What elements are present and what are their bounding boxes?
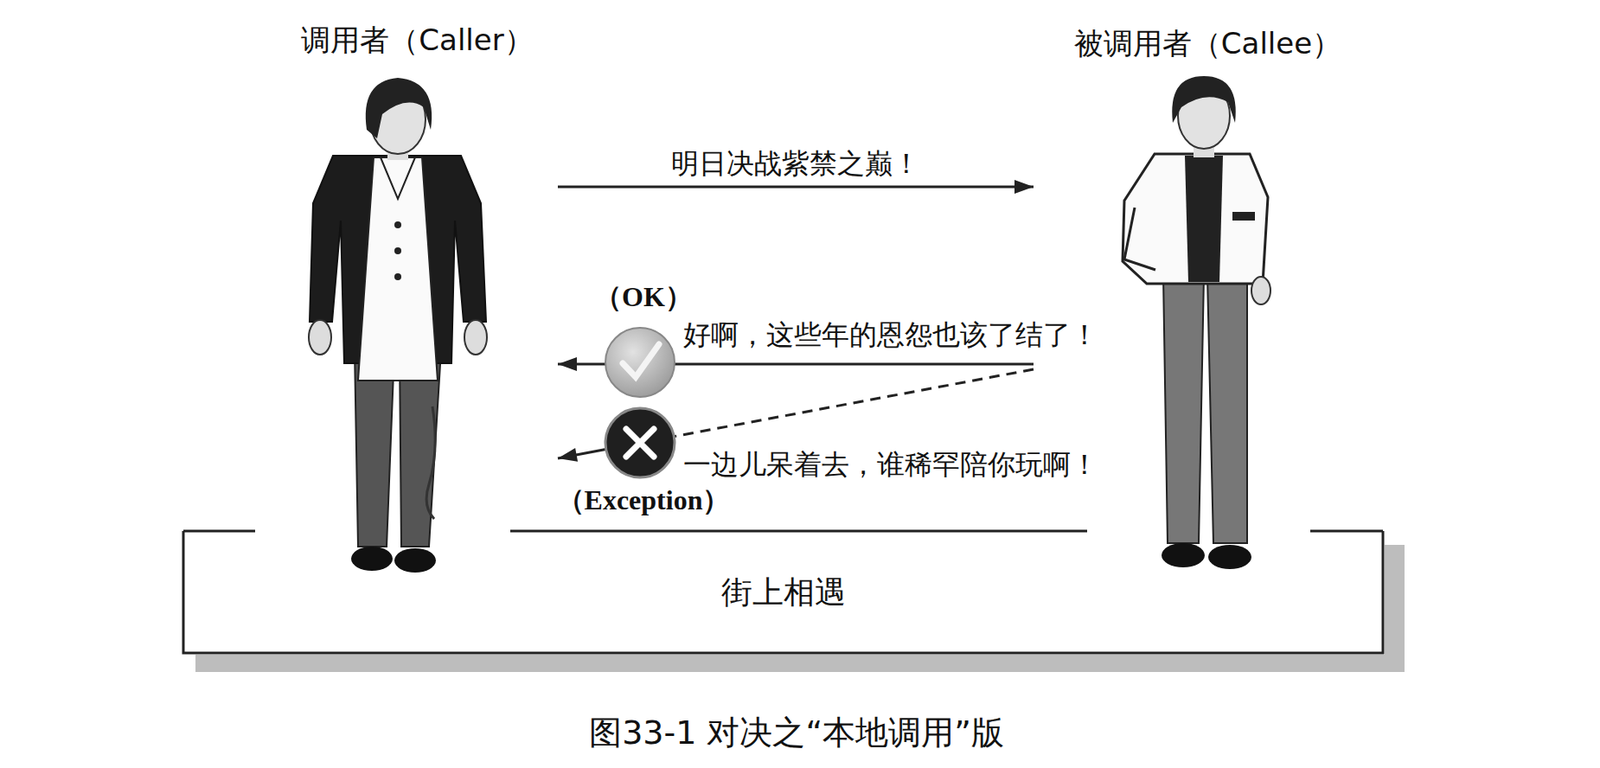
result-tag: （OK） xyxy=(594,280,693,314)
caller-node: 调用者（Caller） xyxy=(276,15,558,589)
message-text: 明日决战紫禁之巅！ xyxy=(671,147,921,180)
figure-caption: 图33-1 对决之“本地调用”版 xyxy=(588,713,1005,754)
ok-icon xyxy=(605,327,675,397)
arrow-line xyxy=(557,185,1034,189)
result-tag: （Exception） xyxy=(556,483,731,517)
arrow-line xyxy=(640,369,1034,443)
callee-node: 被调用者（Callee） xyxy=(1033,19,1383,589)
callee-figure xyxy=(1122,76,1271,570)
arrow-head xyxy=(557,448,578,462)
node-label: 被调用者（Callee） xyxy=(1074,25,1342,62)
exception-icon xyxy=(605,408,675,478)
street-band: 街上相遇 xyxy=(183,531,1383,653)
node-label: 街上相遇 xyxy=(721,573,846,611)
street-bracket xyxy=(183,531,1405,672)
caller-figure xyxy=(308,77,487,573)
message-text: 一边儿呆着去，谁稀罕陪你玩啊！ xyxy=(683,448,1099,481)
arrow-head xyxy=(557,357,577,372)
arrow-head xyxy=(1014,179,1034,194)
message-text: 好啊，这些年的恩怨也该了结了！ xyxy=(683,318,1099,352)
message-arrow xyxy=(557,179,1034,194)
node-label: 调用者（Caller） xyxy=(300,22,533,58)
